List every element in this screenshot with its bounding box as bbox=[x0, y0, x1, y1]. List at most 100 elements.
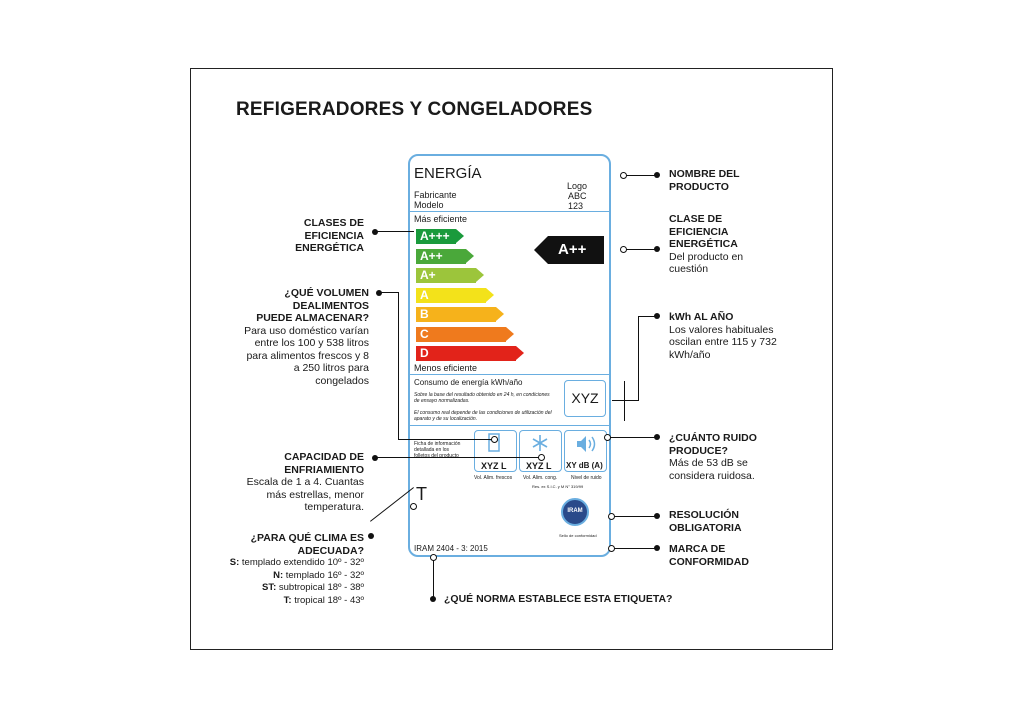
efficiency-bar-label: A bbox=[420, 287, 429, 302]
ann-line: Los valores habituales bbox=[669, 323, 774, 336]
ann-line: PRODUCTO bbox=[669, 180, 729, 193]
label-consumo: Consumo de energía kWh/año bbox=[414, 378, 523, 387]
ann-line: MARCA DE bbox=[669, 543, 726, 555]
leader-dot bbox=[654, 434, 660, 440]
label-logo: Logo bbox=[567, 181, 588, 191]
ann-capacidad: CAPACIDAD DE ENFRIAMIENTO Escala de 1 a … bbox=[238, 451, 364, 514]
bar-tip-icon bbox=[516, 346, 524, 360]
leader-dot bbox=[654, 172, 660, 178]
efficiency-bar: D bbox=[416, 346, 524, 361]
divider bbox=[410, 211, 609, 212]
ann-line: PRODUCE? bbox=[669, 444, 728, 457]
ann-line: kWh/año bbox=[669, 348, 711, 361]
leader-dot bbox=[368, 533, 374, 539]
leader-dot bbox=[654, 313, 660, 319]
ann-line: PUEDE ALMACENAR? bbox=[256, 312, 369, 324]
clima-key: N: bbox=[273, 569, 286, 581]
efficiency-bar: A bbox=[416, 287, 494, 303]
leader-line bbox=[379, 292, 398, 293]
ann-clase: CLASE DE EFICIENCIA ENERGÉTICA Del produ… bbox=[669, 213, 743, 276]
label-energia: ENERGÍA bbox=[414, 165, 482, 182]
leader-line bbox=[614, 548, 656, 549]
ann-line: Para uso doméstico varían bbox=[244, 324, 369, 337]
clima-item: ST: subtropical 18º - 38º bbox=[226, 582, 364, 595]
ann-line: RESOLUCIÓN bbox=[669, 509, 740, 521]
efficiency-bar-label: A+++ bbox=[420, 229, 450, 243]
efficiency-bar-label: C bbox=[420, 326, 429, 341]
icon2-caption: Vol. Alim. cong. bbox=[523, 475, 558, 481]
icon3-caption: Nivel de ruido bbox=[571, 475, 602, 481]
ann-line: congelados bbox=[315, 374, 369, 387]
ann-line: ¿CUÁNTO RUIDO bbox=[669, 432, 757, 444]
clima-key: T: bbox=[283, 594, 295, 606]
label-fabricante: Fabricante bbox=[414, 190, 457, 200]
clima-value: templado extendido 10º - 32º bbox=[241, 557, 364, 568]
label-mas-eficiente: Más eficiente bbox=[414, 214, 468, 224]
ann-line: ENFRIAMIENTO bbox=[284, 463, 364, 476]
leader-line bbox=[638, 316, 656, 317]
efficiency-bar: A++ bbox=[416, 248, 474, 264]
leader-line bbox=[375, 231, 414, 232]
leader-dot bbox=[654, 246, 660, 252]
icon2-value: XYZ L bbox=[526, 461, 552, 471]
seal-caption: Sello de conformidad bbox=[559, 533, 597, 538]
ann-marca: MARCA DE CONFORMIDAD bbox=[669, 543, 749, 568]
bar-tip-icon bbox=[456, 229, 464, 243]
ann-ruido: ¿CUÁNTO RUIDO PRODUCE? Más de 53 dB se c… bbox=[669, 432, 757, 482]
fridge-icon bbox=[488, 433, 500, 452]
leader-line bbox=[626, 249, 656, 250]
leader-line bbox=[612, 400, 638, 401]
leader-line bbox=[398, 439, 493, 440]
ann-nombre: NOMBRE DEL PRODUCTO bbox=[669, 168, 740, 193]
efficiency-bar-label: B bbox=[420, 307, 429, 321]
ann-line: EFICIENCIA bbox=[669, 225, 729, 238]
leader-line bbox=[626, 175, 656, 176]
ann-line: ENERGÉTICA bbox=[669, 238, 738, 250]
ann-line: temperatura. bbox=[304, 501, 364, 513]
iram-seal-icon: IRAM bbox=[561, 498, 589, 526]
efficiency-bar-label: A+ bbox=[420, 268, 436, 282]
label-nota1: Sobre la base del resultado obtenido en … bbox=[414, 392, 550, 404]
label-ficha: Ficha de información detallada en los fo… bbox=[414, 441, 461, 459]
product-class: A++ bbox=[558, 241, 587, 258]
icon1-value: XYZ L bbox=[481, 461, 507, 471]
efficiency-bar-label: A++ bbox=[420, 248, 443, 263]
ann-line: Más de 53 dB se bbox=[669, 457, 748, 469]
label-num: 123 bbox=[568, 201, 584, 211]
efficiency-bar-label: D bbox=[420, 346, 429, 360]
efficiency-bar: A+ bbox=[416, 268, 484, 283]
ann-line: ¿PARA QUÉ CLIMA ES bbox=[250, 532, 364, 544]
bar-tip-icon bbox=[496, 307, 504, 321]
arrow-tip-icon bbox=[534, 236, 548, 264]
ann-line: oscilan entre 115 y 732 bbox=[669, 336, 777, 348]
ann-line: a 250 litros para bbox=[293, 362, 369, 374]
figure-frame bbox=[190, 68, 833, 650]
ann-line: CLASES DE bbox=[303, 217, 364, 229]
snowflake-icon bbox=[532, 435, 548, 451]
leader-dot bbox=[372, 455, 378, 461]
leader-dot bbox=[430, 596, 436, 602]
noise-icon bbox=[564, 430, 607, 472]
leader-line bbox=[624, 381, 625, 421]
ann-line: entre los 100 y 538 litros bbox=[254, 337, 369, 349]
divider bbox=[410, 374, 609, 375]
ann-line: CAPACIDAD DE bbox=[284, 451, 364, 463]
leader-end bbox=[491, 436, 498, 443]
ann-norma: ¿QUÉ NORMA ESTABLECE ESTA ETIQUETA? bbox=[444, 593, 673, 605]
ann-clima: ¿PARA QUÉ CLIMA ES ADECUADA? S: templado… bbox=[226, 532, 364, 607]
label-modelo: Modelo bbox=[414, 200, 444, 210]
efficiency-bar: A+++ bbox=[416, 229, 464, 244]
frozen-food-icon bbox=[519, 430, 562, 472]
clima-key: S: bbox=[229, 557, 242, 568]
ann-kwh: kWh AL AÑO Los valores habituales oscila… bbox=[669, 311, 777, 361]
product-class-arrow: A++ bbox=[534, 236, 604, 264]
label-abc: ABC bbox=[568, 191, 587, 201]
icon1-caption: Vol. Alim. frescos bbox=[474, 475, 513, 481]
ann-line: ENERGÉTICA bbox=[295, 242, 364, 254]
leader-line bbox=[433, 560, 434, 598]
leader-dot bbox=[654, 513, 660, 519]
seal-text: IRAM bbox=[567, 508, 583, 514]
clima-value: subtropical 18º - 38º bbox=[278, 582, 364, 593]
icon3-value: XY dB (A) bbox=[566, 461, 603, 470]
